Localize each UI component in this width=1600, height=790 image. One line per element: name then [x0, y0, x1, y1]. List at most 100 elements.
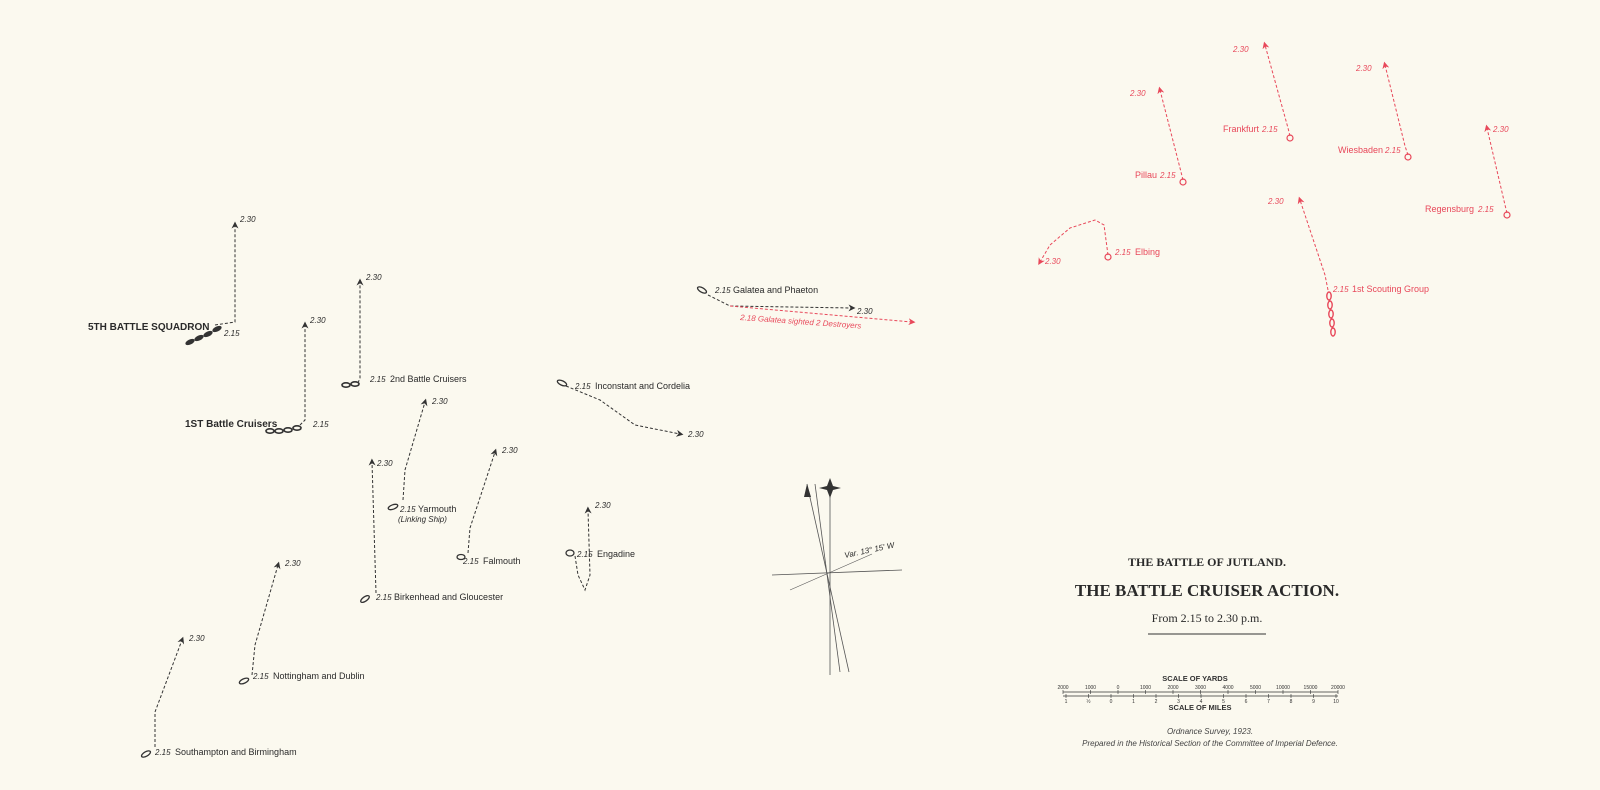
scale-tick-label: 1: [1132, 699, 1135, 705]
first-battle-cruisers: 1ST Battle Cruisers 2.15 2.30: [185, 316, 329, 434]
ship-icon: [456, 553, 466, 561]
scale-tick-label: 1000: [1085, 685, 1096, 691]
ship-column-icon: [185, 325, 222, 346]
unit-label: 2nd Battle Cruisers: [390, 374, 467, 384]
scale-tick-label: 7: [1267, 699, 1270, 705]
unit-label: Regensburg: [1425, 204, 1474, 214]
ship-icon: [1104, 253, 1112, 261]
time-label: 2.15: [223, 329, 240, 338]
time-label: 2.30: [594, 501, 611, 510]
time-label: 2.30: [687, 430, 704, 439]
ship-icon: [140, 750, 152, 758]
variation-label: Var. 13° 15' W: [844, 540, 897, 560]
scale-tick-label: 6: [1245, 699, 1248, 705]
scale-tick-label: 3000: [1195, 685, 1206, 691]
ship-icon: [565, 549, 575, 557]
time-label: 2.15: [576, 550, 593, 559]
southampton-and-birmingham: 2.15 Southampton and Birmingham 2.30: [140, 634, 297, 758]
unit-label: Nottingham and Dublin: [273, 671, 365, 681]
time-label: 2.30: [1492, 125, 1509, 134]
time-label: 2.15: [369, 375, 386, 384]
scale-tick-label: 10000: [1276, 685, 1290, 691]
scale-tick-label: 9: [1312, 699, 1315, 705]
unit-label: Galatea and Phaeton: [733, 285, 818, 295]
time-label: 2.15: [154, 748, 171, 757]
wiesbaden: Wiesbaden 2.15 2.30: [1338, 61, 1412, 161]
scale-tick-label: 0: [1117, 685, 1120, 691]
prepared-credit: Prepared in the Historical Section of th…: [1082, 739, 1338, 748]
time-label: 2.15: [1384, 146, 1401, 155]
unit-label: Falmouth: [483, 556, 521, 566]
unit-label: Frankfurt: [1223, 124, 1260, 134]
time-label: 2.15: [1477, 205, 1494, 214]
yarmouth: 2.15 Yarmouth (Linking Ship) 2.30: [387, 397, 456, 524]
engadine: 2.15 Engadine 2.30: [565, 501, 635, 592]
time-label: 2.15: [1159, 171, 1176, 180]
time-label: 2.15: [1332, 285, 1349, 294]
scale-tick-label: 2: [1155, 699, 1158, 705]
scale-yards-label: SCALE OF YARDS: [1162, 674, 1227, 683]
scale-tick-label: ½: [1086, 698, 1091, 705]
inconstant-and-cordelia: 2.15 Inconstant and Cordelia 2.30: [556, 379, 704, 439]
first-scouting-group: 2.15 1st Scouting Group 2.30: [1267, 196, 1429, 337]
time-label: 2.30: [1044, 257, 1061, 266]
time-label: 2.30: [1232, 45, 1249, 54]
ship-column-icon: [1326, 291, 1336, 337]
unit-label: Birkenhead and Gloucester: [394, 592, 503, 602]
scale-tick-label: 8: [1290, 699, 1293, 705]
scale-tick-label: 2000: [1057, 685, 1068, 691]
scale-tick-label: 2000: [1167, 685, 1178, 691]
nottingham-and-dublin: 2.15 Nottingham and Dublin 2.30: [238, 559, 365, 685]
pillau: Pillau 2.15 2.30: [1129, 86, 1187, 186]
fifth-battle-squadron: 5TH BATTLE SQUADRON 2.15 2.30: [88, 215, 256, 346]
galatea-and-phaeton: 2.15 Galatea and Phaeton 2.30 2.18 Galat…: [696, 285, 916, 330]
time-label: 2.30: [431, 397, 448, 406]
scale-tick-label: 15000: [1304, 685, 1318, 691]
ship-icon: [1179, 178, 1187, 186]
elbing: 2.15 Elbing 2.30: [1038, 219, 1160, 266]
scale-tick-label: 20000: [1331, 685, 1345, 691]
time-label: 2.15: [1261, 125, 1278, 134]
ship-column-icon: [341, 380, 360, 388]
scale-tick-label: 4000: [1222, 685, 1233, 691]
unit-label: 1ST Battle Cruisers: [185, 419, 278, 430]
time-label: 2.30: [309, 316, 326, 325]
survey-credit: Ordnance Survey, 1923.: [1167, 727, 1253, 736]
unit-label: Elbing: [1135, 247, 1160, 257]
unit-label: Inconstant and Cordelia: [595, 381, 690, 391]
scale-tick-label: 5000: [1250, 685, 1261, 691]
compass-rose: Var. 13° 15' W: [771, 478, 903, 675]
time-label: 2.15: [375, 593, 392, 602]
falmouth: 2.15 Falmouth 2.30: [456, 446, 521, 566]
unit-label: Engadine: [597, 549, 635, 559]
ship-icon: [1286, 134, 1294, 142]
ship-icon: [238, 677, 250, 685]
north-star-icon: [819, 478, 841, 498]
ship-icon: [556, 379, 568, 387]
time-label: 2.15: [252, 672, 269, 681]
time-label: 2.30: [365, 273, 382, 282]
time-range: From 2.15 to 2.30 p.m.: [1152, 611, 1263, 625]
ship-icon: [360, 594, 370, 604]
time-label: 2.30: [239, 215, 256, 224]
ship-icon: [387, 503, 399, 511]
time-label: 2.30: [188, 634, 205, 643]
time-label: 2.30: [1267, 197, 1284, 206]
unit-sublabel: (Linking Ship): [398, 515, 447, 524]
time-label: 2.15: [1114, 248, 1131, 257]
scale-tick-label: 10: [1333, 699, 1339, 705]
scale-tick-label: 5: [1222, 699, 1225, 705]
time-label: 2.30: [1129, 89, 1146, 98]
unit-label: 5TH BATTLE SQUADRON: [88, 322, 209, 333]
regensburg: Regensburg 2.15 2.30: [1425, 124, 1511, 219]
unit-label: Pillau: [1135, 170, 1157, 180]
unit-label: Wiesbaden: [1338, 145, 1383, 155]
scale-tick-label: 1: [1065, 699, 1068, 705]
map-title: THE BATTLE OF JUTLAND.: [1128, 555, 1286, 569]
unit-label: 1st Scouting Group: [1352, 284, 1429, 294]
title-block: THE BATTLE OF JUTLAND. THE BATTLE CRUISE…: [1075, 555, 1339, 635]
time-label: 2.15: [399, 505, 416, 514]
